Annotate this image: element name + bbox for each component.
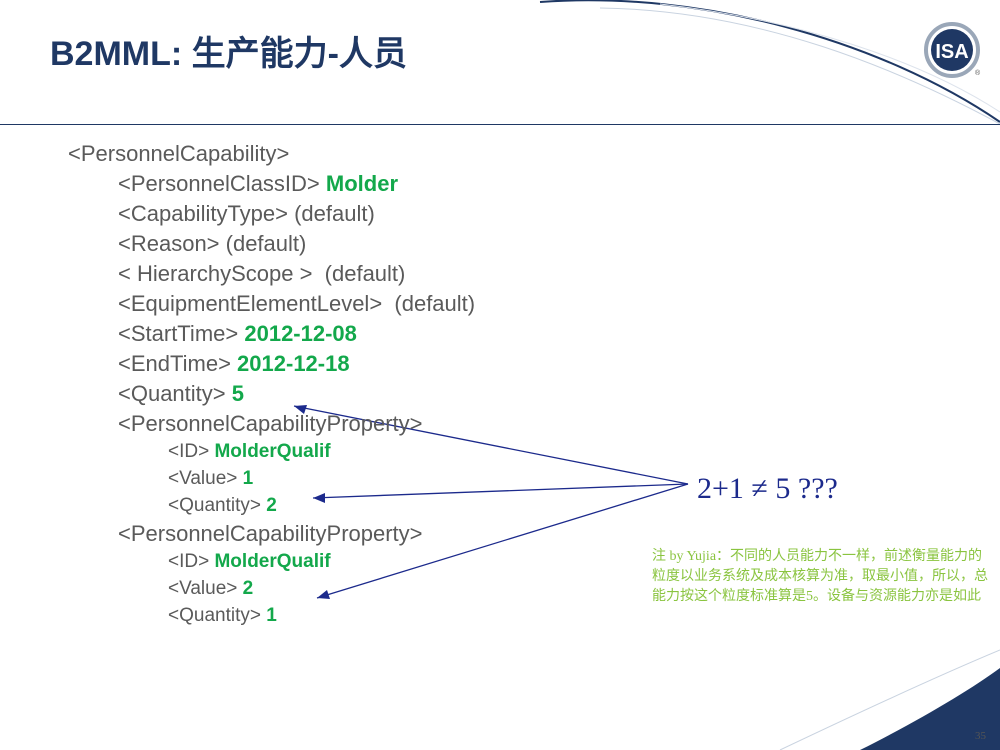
xml-property-2-id: MolderQualif <box>214 551 331 572</box>
page-number: 35 <box>975 730 986 742</box>
xml-quantity-tag: <Quantity> <box>168 605 261 626</box>
xml-capability-type: <CapabilityType> (default) <box>118 201 375 226</box>
xml-property-2-quantity-line: <Quantity> 1 <box>168 605 277 627</box>
isa-logo: ISA ® <box>924 22 981 78</box>
xml-start-tag: <StartTime> <box>118 321 239 346</box>
equation-annotation: 2+1 ≠ 5 ??? <box>697 472 838 505</box>
xml-start-time-line: <StartTime> 2012-12-08 <box>118 321 357 347</box>
xml-quantity-tag: <Quantity> <box>168 495 261 516</box>
xml-root-tag: <PersonnelCapability> <box>68 141 290 166</box>
xml-equipment-level: <EquipmentElementLevel> (default) <box>118 291 476 316</box>
header-swoosh-faint-2 <box>659 3 1000 113</box>
xml-property-1-value-line: <Value> 1 <box>168 468 253 490</box>
xml-property-1-value: 1 <box>242 468 254 489</box>
title-divider <box>0 124 1000 125</box>
footer-swoosh <box>860 668 1000 750</box>
header-swoosh-faint <box>599 7 1000 125</box>
xml-quantity-tag: <Quantity> <box>118 381 226 406</box>
xml-property-2-quantity: 1 <box>266 605 277 626</box>
xml-class-id-value: Molder <box>325 171 399 196</box>
xml-quantity-line: <Quantity> 5 <box>118 381 244 407</box>
annotation-arrows <box>293 405 689 599</box>
arrow-to-quantity-1 <box>316 483 689 599</box>
xml-start-value: 2012-12-08 <box>244 321 357 346</box>
xml-property-1-id: MolderQualif <box>214 441 331 462</box>
xml-hierarchy-scope: < HierarchyScope > (default) <box>118 261 406 286</box>
footer-swoosh-faint <box>779 649 1000 750</box>
arrow-to-quantity-2 <box>312 483 689 499</box>
xml-value-tag: <Value> <box>168 578 238 599</box>
slide-title: B2MML: 生产能力-人员 <box>50 35 407 73</box>
xml-property-1-id-line: <ID> MolderQualif <box>168 441 331 463</box>
xml-class-id-line: <PersonnelClassID> Molder <box>118 171 398 197</box>
xml-end-tag: <EndTime> <box>118 351 231 376</box>
translator-note: 注 by Yujia：不同的人员能力不一样，前述衡量能力的粒度以业务系统及成本核… <box>652 549 988 604</box>
header-swoosh <box>539 0 1000 123</box>
xml-property-1-quantity: 2 <box>266 495 277 516</box>
isa-logo-tm: ® <box>975 69 981 77</box>
xml-class-id-tag: <PersonnelClassID> <box>118 171 320 196</box>
xml-property-tag-2: <PersonnelCapabilityProperty> <box>118 521 423 546</box>
xml-id-tag: <ID> <box>168 551 210 572</box>
xml-value-tag: <Value> <box>168 468 238 489</box>
xml-reason: <Reason> (default) <box>118 231 307 256</box>
xml-property-2-value-line: <Value> 2 <box>168 578 253 600</box>
xml-quantity-value: 5 <box>231 381 245 406</box>
xml-property-2-id-line: <ID> MolderQualif <box>168 551 331 573</box>
xml-property-tag-1: <PersonnelCapabilityProperty> <box>118 411 423 436</box>
xml-property-2-value: 2 <box>242 578 254 599</box>
xml-id-tag: <ID> <box>168 441 210 462</box>
xml-property-1-quantity-line: <Quantity> 2 <box>168 495 277 517</box>
xml-end-value: 2012-12-18 <box>237 351 350 376</box>
arrow-to-quantity-5 <box>293 405 689 485</box>
isa-logo-text: ISA <box>935 41 968 63</box>
xml-end-time-line: <EndTime> 2012-12-18 <box>118 351 350 377</box>
